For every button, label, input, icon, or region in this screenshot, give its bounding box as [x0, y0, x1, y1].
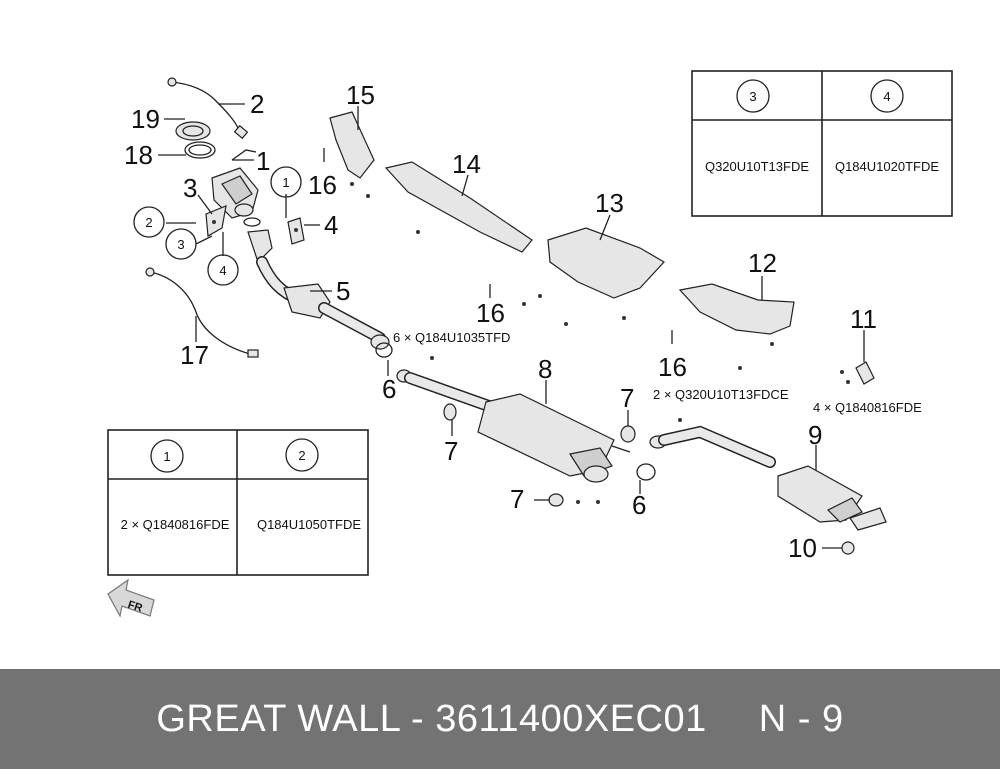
callout-16-left: 16 [308, 170, 337, 200]
callout-7-right: 7 [620, 383, 634, 413]
callout-3: 3 [183, 173, 197, 203]
callout-6-rear: 6 [632, 490, 646, 520]
callout-16-right: 16 [658, 352, 687, 382]
part-hanger-11 [855, 361, 875, 385]
part-heat-shield-12 [678, 283, 795, 335]
part-heat-shield-14 [384, 161, 533, 253]
part-heat-shield-13 [547, 227, 665, 299]
annotation-bolts-hanger: 4 × Q1840816FDE [813, 400, 922, 415]
callout-9: 9 [808, 420, 822, 450]
leader-lines [158, 103, 865, 549]
exhaust-system-diagram: 2 19 18 1 3 16 15 14 13 12 11 4 5 16 16 … [107, 70, 953, 618]
callout-11: 11 [850, 304, 877, 334]
front-direction-label: FR [126, 599, 144, 615]
callout-numbers: 2 19 18 1 3 16 15 14 13 12 11 4 5 16 16 … [124, 80, 877, 563]
table-top-header-3: 3 [749, 89, 756, 104]
callout-7-bottom: 7 [510, 484, 524, 514]
callout-2: 2 [250, 89, 264, 119]
callout-5: 5 [336, 276, 350, 306]
part-front-pipe [243, 217, 390, 350]
table-bottom-value-2: Q184U1050TFDE [257, 517, 361, 532]
table-bottom-value-1: 2 × Q1840816FDE [121, 517, 230, 532]
part-bracket-4 [287, 217, 305, 245]
part-catalytic-converter [211, 149, 259, 219]
footer-bar: GREAT WALL - 3611400XEC01 N - 9 [0, 669, 1000, 769]
part-heat-shield-15 [329, 111, 375, 179]
table-top-value-4: Q184U1020TFDE [835, 159, 939, 174]
footer-part-number: GREAT WALL - 3611400XEC01 [156, 697, 707, 740]
callout-17: 17 [180, 340, 209, 370]
part-gasket-18 [184, 141, 216, 159]
footer-diagram-code: N - 9 [758, 697, 844, 740]
annotation-bolts-front-pipe: 6 × Q184U1035TFD [393, 330, 510, 345]
fastener-table-top: 3 4 Q320U10T13FDE Q184U1020TFDE [691, 70, 953, 217]
circled-ref-3: 3 [177, 237, 184, 252]
callout-16-center: 16 [476, 298, 505, 328]
part-hanger-7a [443, 403, 457, 421]
part-gasket-6-front [375, 342, 393, 358]
callout-7-left: 7 [444, 436, 458, 466]
callout-8: 8 [538, 354, 552, 384]
callout-18: 18 [124, 140, 153, 170]
part-bolts-16 [323, 148, 850, 504]
annotation-bolts-rear-pipe: 2 × Q320U10T13FDCE [653, 387, 789, 402]
part-center-muffler [396, 369, 631, 483]
callout-15: 15 [346, 80, 375, 110]
part-hanger-7b [620, 425, 636, 443]
part-hanger-10 [841, 541, 855, 555]
part-hanger-7c [548, 493, 564, 507]
front-direction-arrow-icon: FR [107, 578, 155, 618]
callout-12: 12 [748, 248, 777, 278]
part-clamp-19 [175, 121, 211, 141]
callout-13: 13 [595, 188, 624, 218]
callout-1: 1 [256, 146, 270, 176]
circled-ref-4: 4 [219, 263, 226, 278]
circled-references: 1 2 3 4 [133, 166, 302, 286]
circled-ref-1: 1 [282, 175, 289, 190]
part-gasket-6-rear [636, 463, 656, 481]
table-bottom-header-1: 1 [163, 449, 170, 464]
part-rear-muffler [649, 425, 887, 531]
callout-10: 10 [788, 533, 817, 563]
table-bottom-header-2: 2 [298, 448, 305, 463]
callout-6-front: 6 [382, 374, 396, 404]
table-top-header-4: 4 [883, 89, 890, 104]
circled-ref-2: 2 [145, 215, 152, 230]
callout-4: 4 [324, 210, 338, 240]
table-top-value-3: Q320U10T13FDE [705, 159, 809, 174]
part-oxygen-sensor-upper [167, 77, 249, 140]
part-oxygen-sensor-lower [145, 267, 259, 358]
callout-14: 14 [452, 149, 481, 179]
fastener-table-bottom: 1 2 2 × Q1840816FDE Q184U1050TFDE [107, 429, 369, 576]
callout-19: 19 [131, 104, 160, 134]
